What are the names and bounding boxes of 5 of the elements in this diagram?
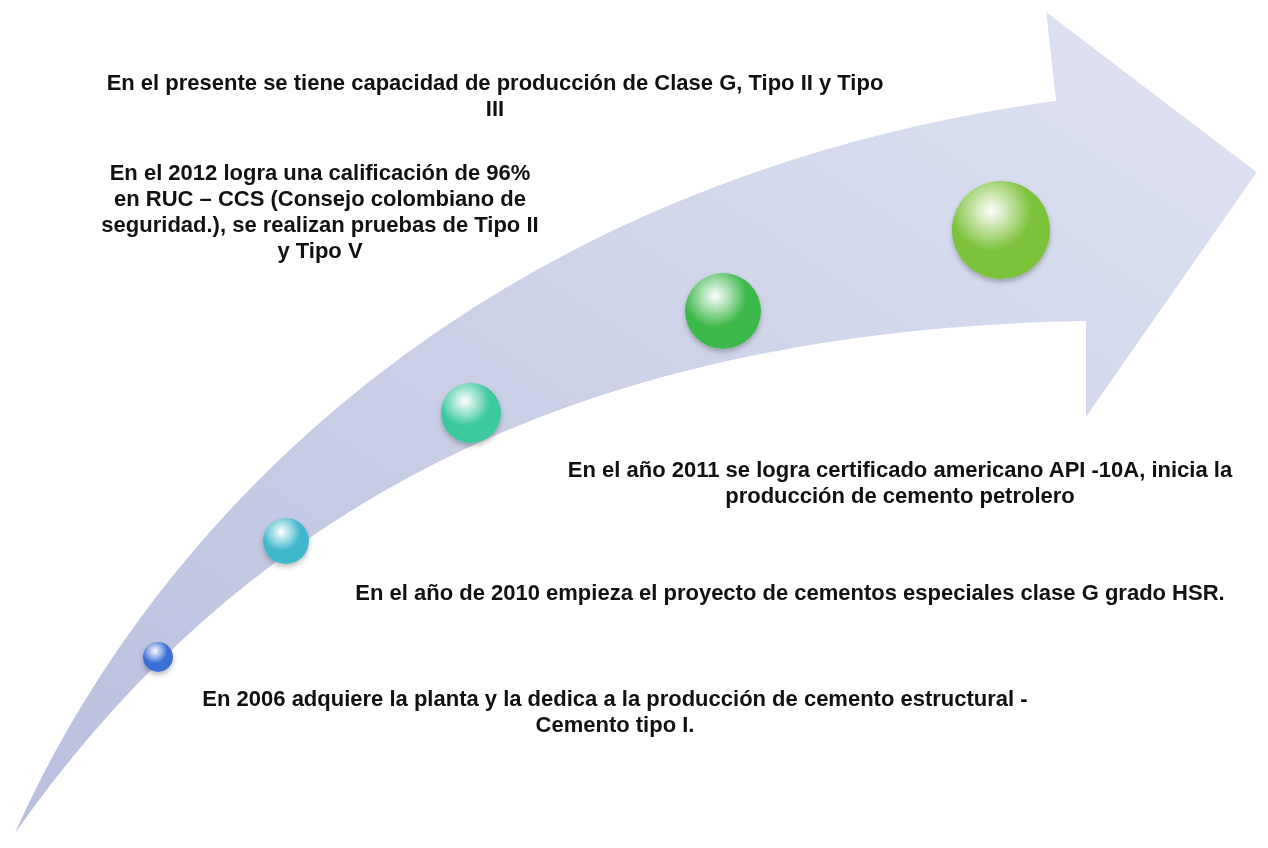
milestone-text: En el año 2011 se logra certificado americano API -10A, inicia la producción de cemento petrolero	[566, 457, 1234, 509]
milestone-text: En 2006 adquiere la planta y la dedica a la producción de cemento estructural - Cemento tipo I.	[201, 686, 1029, 738]
milestone-text: En el 2012 logra una calificación de 96% en RUC – CCS (Consejo colombiano de seguridad.), se realizan pruebas de Tipo II y Tipo V	[100, 160, 540, 264]
milestone-text: En el presente se tiene capacidad de producción de Clase G, Tipo II y Tipo III	[105, 70, 885, 122]
milestone-text: En el año de 2010 empieza el proyecto de cementos especiales clase G grado HSR.	[354, 580, 1226, 606]
